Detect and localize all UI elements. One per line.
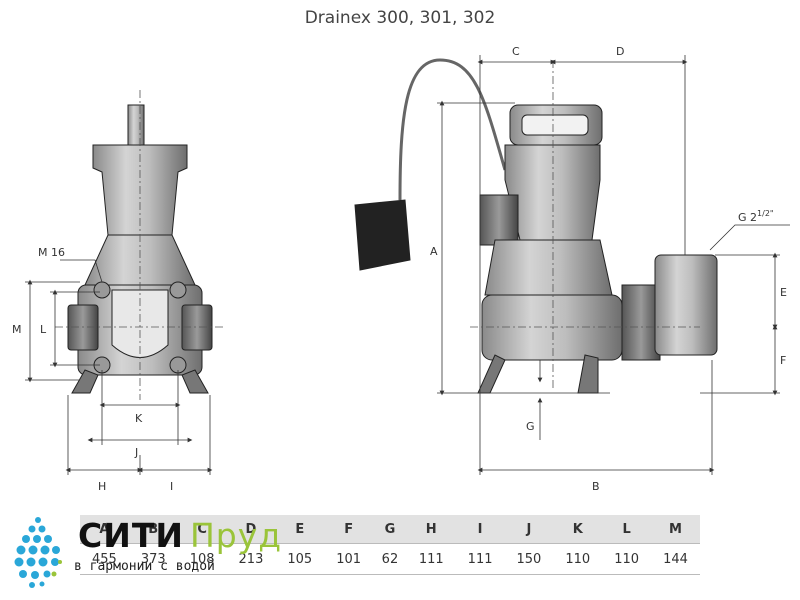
dimension-lines	[25, 55, 790, 475]
header-d: D	[226, 515, 276, 544]
cell-i: 111	[455, 543, 505, 575]
cell-m: 144	[651, 543, 700, 575]
cell-f: 101	[324, 543, 374, 575]
label-outlet: G 21/2"	[738, 209, 774, 224]
brand-name-part2: Пруд	[189, 516, 283, 555]
cell-h: 111	[406, 543, 456, 575]
label-m16: M 16	[38, 246, 65, 259]
header-j: J	[504, 515, 554, 544]
cell-d: 213	[226, 543, 276, 575]
label-b: B	[592, 480, 600, 493]
header-b: B	[128, 515, 178, 544]
brand-tagline: в гармонии с водой	[74, 559, 215, 574]
label-c: C	[512, 45, 520, 58]
label-d: D	[616, 45, 624, 58]
cell-g: 62	[373, 543, 407, 575]
header-l: L	[602, 515, 652, 544]
label-m: M	[12, 323, 22, 336]
outlet-size-sup: 1/2"	[757, 209, 774, 218]
header-h: H	[406, 515, 456, 544]
header-m: M	[651, 515, 700, 544]
cell-k: 110	[553, 543, 603, 575]
header-g: G	[373, 515, 407, 544]
drawing-title: Drainex 300, 301, 302	[304, 8, 496, 28]
label-a: A	[430, 245, 438, 258]
label-h: H	[98, 480, 106, 493]
header-f: F	[324, 515, 374, 544]
header-a: A	[80, 515, 129, 544]
cell-e: 105	[275, 543, 325, 575]
header-k: K	[553, 515, 603, 544]
label-l: L	[40, 323, 47, 336]
cell-l: 110	[602, 543, 652, 575]
header-e: E	[275, 515, 325, 544]
header-c: C	[177, 515, 227, 544]
label-e: E	[780, 286, 787, 299]
header-i: I	[455, 515, 505, 544]
label-f: F	[780, 354, 786, 367]
table-header-row: A B C D E F G H I J K L M	[80, 515, 700, 544]
label-k: K	[135, 412, 143, 425]
dimensions-table: A B C D E F G H I J K L M 455 373 108 21…	[80, 515, 700, 575]
cell-c: 108	[177, 543, 227, 575]
label-j: J	[134, 446, 138, 459]
brand-name-part1: СИТИ	[78, 516, 184, 555]
pump-side-view	[354, 58, 718, 394]
cell-a: 455	[80, 543, 129, 575]
label-g: G	[526, 420, 535, 433]
cell-j: 150	[504, 543, 554, 575]
water-drop-icon	[14, 517, 62, 588]
cell-b: 373	[128, 543, 178, 575]
outlet-size: G 2	[738, 211, 757, 224]
table-row: 455 373 108 213 105 101 62 111 111 150 1…	[80, 543, 700, 575]
label-i: I	[170, 480, 173, 493]
